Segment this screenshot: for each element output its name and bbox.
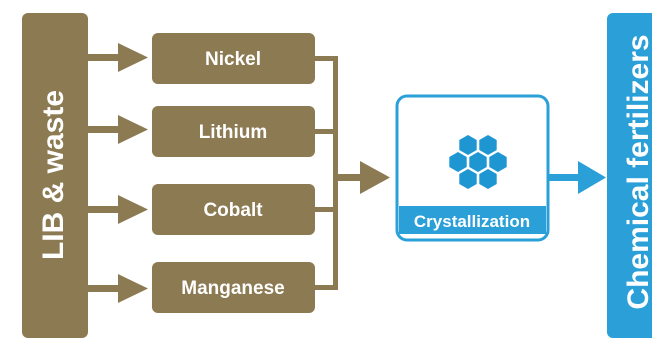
crystallization-label-band bbox=[399, 206, 546, 234]
product-block bbox=[607, 13, 652, 338]
product-label: Chemical fertilizers bbox=[622, 34, 652, 309]
metal-label-nickel: Nickel bbox=[205, 49, 261, 70]
source-block bbox=[22, 13, 88, 338]
crystallization-label: Crystallization bbox=[414, 212, 530, 231]
metal-box-nickel: Nickel bbox=[152, 33, 315, 84]
metal-label-manganese: Manganese bbox=[181, 278, 284, 299]
metal-label-cobalt: Cobalt bbox=[203, 200, 263, 221]
process-to-product-arrow bbox=[548, 161, 606, 194]
crystallization-box: Crystallization bbox=[395, 94, 550, 242]
metal-box-lithium: Lithium bbox=[152, 106, 315, 157]
merge-connector bbox=[315, 56, 390, 290]
metal-box-manganese: Manganese bbox=[152, 262, 315, 313]
metal-box-cobalt: Cobalt bbox=[152, 184, 315, 235]
source-to-metal-arrows bbox=[88, 43, 148, 303]
source-label: LIB & waste bbox=[37, 90, 70, 260]
metal-label-lithium: Lithium bbox=[199, 122, 268, 143]
hexagon-cluster-icon bbox=[449, 135, 507, 189]
